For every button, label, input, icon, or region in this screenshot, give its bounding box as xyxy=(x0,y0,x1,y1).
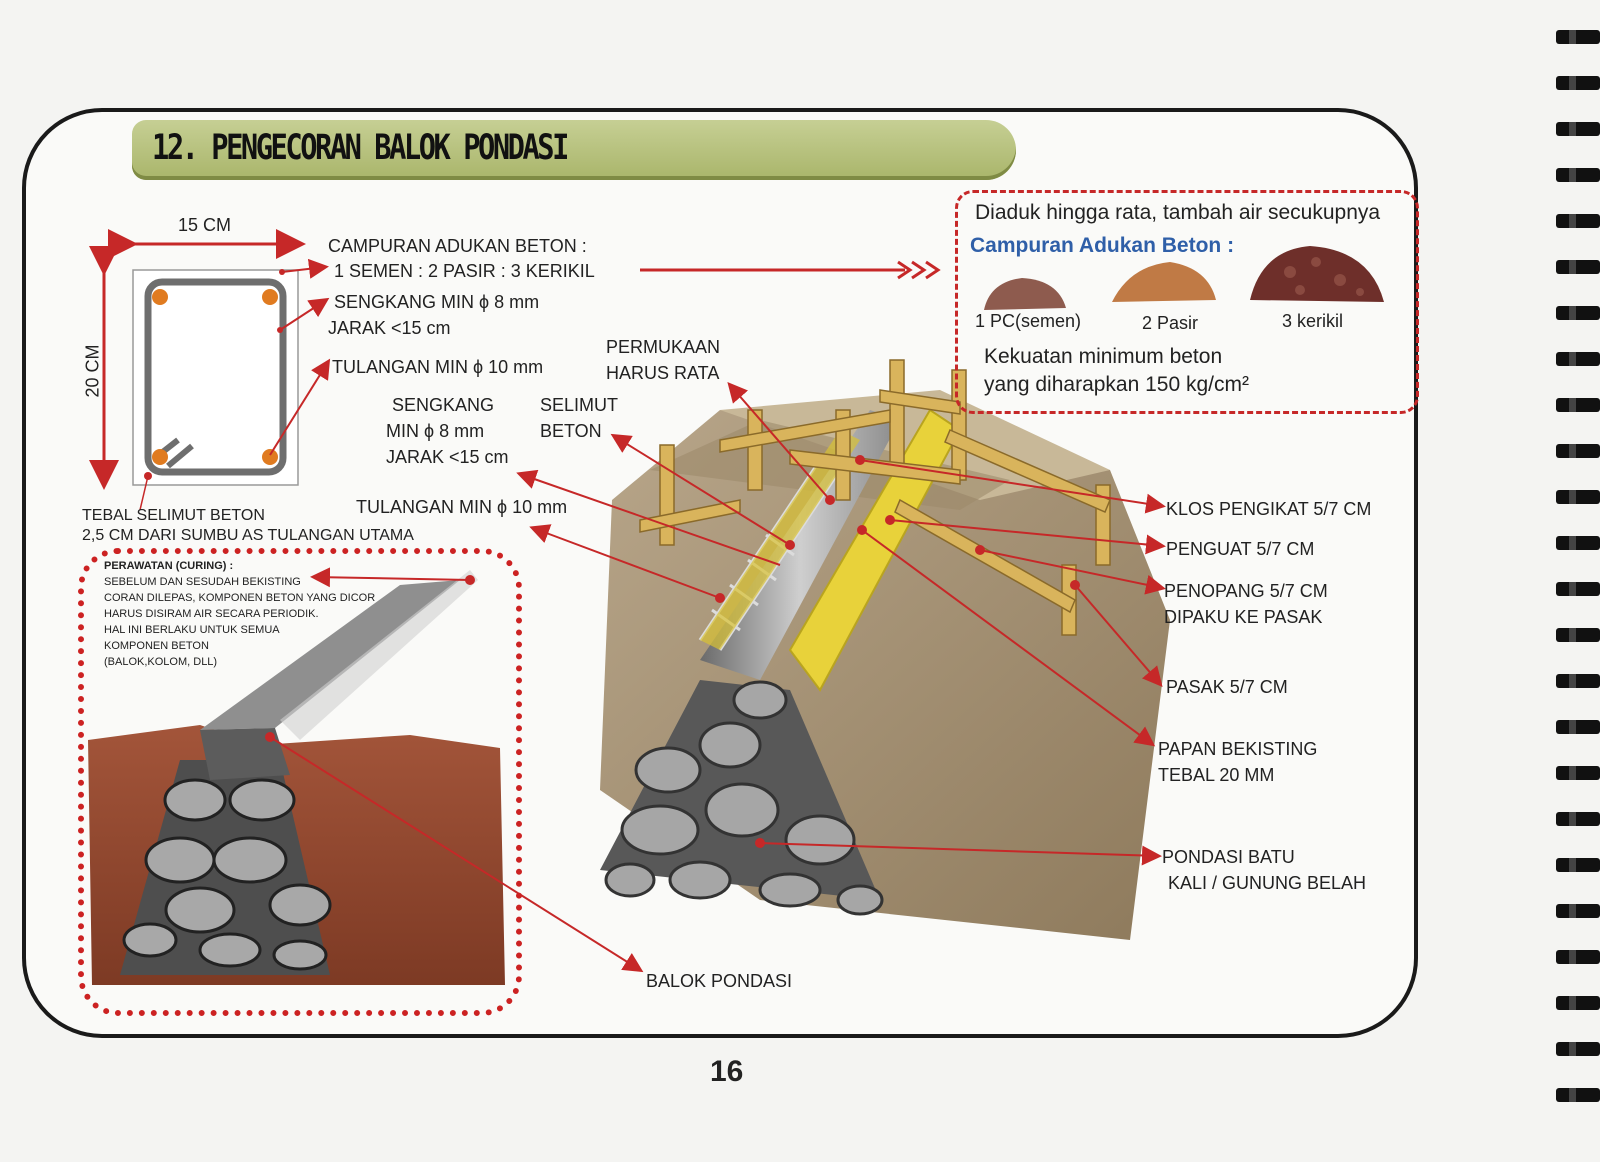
curing-line-4: HAL INI BERLAKU UNTUK SEMUA xyxy=(104,624,280,636)
pondasi-label-1: PONDASI BATU xyxy=(1162,847,1295,867)
mix-stirrup-2: JARAK <15 cm xyxy=(328,318,451,338)
curing-line-2: CORAN DILEPAS, KOMPONEN BETON YANG DICOR xyxy=(104,592,376,604)
section-diagram xyxy=(89,229,331,511)
aggregate-images xyxy=(984,246,1384,310)
spiral-ring xyxy=(1556,76,1600,90)
callout-strength-2: yang diharapkan 150 kg/cm² xyxy=(984,373,1249,396)
spiral-ring xyxy=(1556,168,1600,182)
spiral-ring xyxy=(1556,812,1600,826)
spiral-ring xyxy=(1556,766,1600,780)
spiral-ring xyxy=(1556,30,1600,44)
page-number: 16 xyxy=(710,1055,744,1088)
curing-line-1: SEBELUM DAN SESUDAH BEKISTING xyxy=(104,576,301,588)
spiral-ring xyxy=(1556,582,1600,596)
callout-strength-1: Kekuatan minimum beton xyxy=(984,345,1223,368)
pondasi-label-2: KALI / GUNUNG BELAH xyxy=(1168,873,1367,893)
foundation-illustration xyxy=(600,359,1170,940)
rebar-label: TULANGAN MIN ϕ 10 mm xyxy=(356,497,568,517)
surface-label-2: HARUS RATA xyxy=(606,363,720,383)
stirrup-label-1: SENGKANG xyxy=(392,395,495,415)
papan-label-2: TEBAL 20 MM xyxy=(1158,765,1275,785)
leader-lines xyxy=(269,381,1166,973)
mix-rebar: TULANGAN MIN ϕ 10 mm xyxy=(332,357,544,377)
page-title: 12. PENGECORAN BALOK PONDASI xyxy=(152,128,569,168)
beam-label: BALOK PONDASI xyxy=(646,971,793,991)
leader-dots xyxy=(715,455,1080,848)
callout-item-pasir: 2 Pasir xyxy=(1142,313,1199,333)
cover-label-1: SELIMUT xyxy=(540,395,619,415)
stirrup-label-2: MIN ϕ 8 mm xyxy=(386,421,485,441)
callout-line1: Diaduk hingga rata, tambah air secukupny… xyxy=(975,201,1381,224)
spiral-ring xyxy=(1556,352,1600,366)
cover-note-1: TEBAL SELIMUT BETON xyxy=(82,507,265,524)
spiral-ring xyxy=(1556,858,1600,872)
curing-heading: PERAWATAN (CURING) : xyxy=(104,560,234,572)
mix-stirrup-1: SENGKANG MIN ϕ 8 mm xyxy=(334,292,540,312)
penopang-label-2: DIPAKU KE PASAK xyxy=(1164,607,1323,627)
spiral-ring xyxy=(1556,214,1600,228)
spiral-ring xyxy=(1556,306,1600,320)
spiral-ring xyxy=(1556,720,1600,734)
callout-item-pc: 1 PC(semen) xyxy=(975,311,1082,331)
spiral-ring xyxy=(1556,950,1600,964)
spiral-ring xyxy=(1556,444,1600,458)
spiral-ring xyxy=(1556,398,1600,412)
stirrup-label-3: JARAK <15 cm xyxy=(386,447,509,467)
spiral-ring xyxy=(1556,996,1600,1010)
penopang-label-1: PENOPANG 5/7 CM xyxy=(1164,581,1328,601)
surface-label-1: PERMUKAAN xyxy=(606,337,721,357)
callout-heading: Campuran Adukan Beton : xyxy=(970,234,1235,257)
width-label: 15 CM xyxy=(178,215,232,235)
cover-label-2: BETON xyxy=(540,421,602,441)
curing-illustration xyxy=(88,567,505,985)
height-label: 20 CM xyxy=(82,344,103,398)
spiral-ring xyxy=(1556,122,1600,136)
mix-ratio: 1 SEMEN : 2 PASIR : 3 KERIKIL xyxy=(334,261,595,281)
pasak-label: PASAK 5/7 CM xyxy=(1166,677,1288,697)
penguat-label: PENGUAT 5/7 CM xyxy=(1166,539,1315,559)
triple-chevron-icon xyxy=(897,260,941,280)
curing-line-3: HARUS DISIRAM AIR SECARA PERIODIK. xyxy=(104,608,319,620)
spiral-ring xyxy=(1556,628,1600,642)
curing-line-6: (BALOK,KOLOM, DLL) xyxy=(104,656,218,668)
curing-box xyxy=(78,548,522,1016)
spiral-ring xyxy=(1556,490,1600,504)
cover-note-2: 2,5 CM DARI SUMBU AS TULANGAN UTAMA xyxy=(82,527,414,544)
spiral-ring xyxy=(1556,904,1600,918)
spiral-ring xyxy=(1556,1088,1600,1102)
mix-callout-box xyxy=(955,190,1419,414)
spiral-ring xyxy=(1556,1042,1600,1056)
curing-line-5: KOMPONEN BETON xyxy=(104,640,209,652)
title-bar xyxy=(132,120,1016,180)
papan-label-1: PAPAN BEKISTING xyxy=(1158,739,1318,759)
klos-label: KLOS PENGIKAT 5/7 CM xyxy=(1166,499,1372,519)
spiral-ring xyxy=(1556,260,1600,274)
spiral-ring xyxy=(1556,536,1600,550)
mix-heading: CAMPURAN ADUKAN BETON : xyxy=(328,236,587,256)
callout-item-kerikil: 3 kerikil xyxy=(1282,311,1344,331)
spiral-ring xyxy=(1556,674,1600,688)
